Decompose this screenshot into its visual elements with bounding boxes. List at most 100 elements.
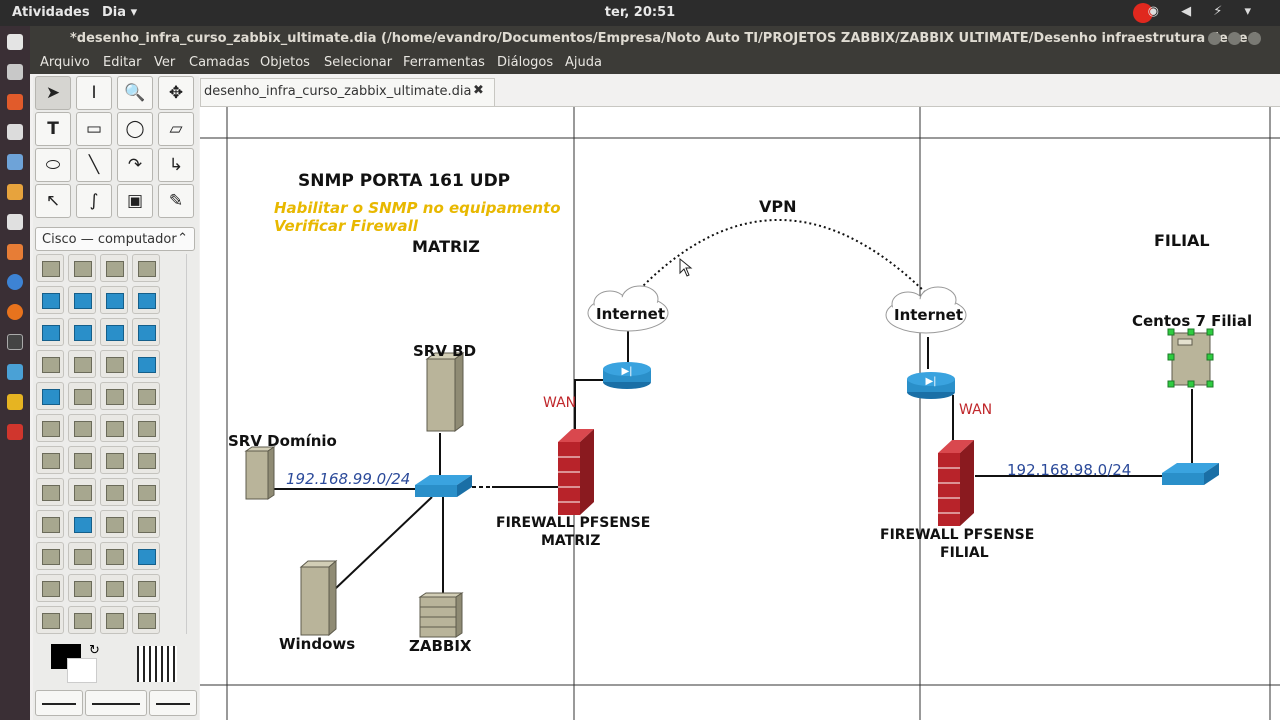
help-icon[interactable] [7,274,23,290]
label-matriz[interactable]: MATRIZ [412,237,480,256]
label-centos[interactable]: Centos 7 Filial [1132,312,1253,330]
cisco-shape-item[interactable] [100,478,128,506]
cisco-shape-item[interactable] [100,382,128,410]
router-filial[interactable]: ▶| [907,372,955,399]
cisco-shape-item[interactable] [132,414,160,442]
system-tray[interactable]: ◉ ◀ ⚡ ▾ [1147,4,1260,19]
server-centos[interactable] [1167,328,1214,388]
scroll-tool-icon[interactable]: ✥ [158,76,194,110]
cisco-shape-item[interactable] [68,286,96,314]
cisco-shape-item[interactable] [132,478,160,506]
outline-tool-icon[interactable]: ✎ [158,184,194,218]
switch-filial[interactable] [1162,463,1219,485]
menu-camadas[interactable]: Camadas [189,55,250,70]
cisco-shape-item[interactable] [68,382,96,410]
software-icon[interactable] [7,94,23,110]
cisco-shape-item[interactable] [132,286,160,314]
cisco-shape-item[interactable] [36,446,64,474]
image-tool-icon[interactable]: ▣ [117,184,153,218]
label-fw-matriz-1[interactable]: FIREWALL PFSENSE [496,515,651,531]
palette-scrollbar[interactable] [186,254,194,634]
cisco-shape-item[interactable] [100,510,128,538]
cisco-shape-item[interactable] [132,318,160,346]
zigzag-tool-icon[interactable]: ↳ [158,148,194,182]
cisco-shape-item[interactable] [68,350,96,378]
cisco-shape-item[interactable] [132,446,160,474]
cisco-shape-item[interactable] [68,542,96,570]
label-fw-matriz-2[interactable]: MATRIZ [541,533,601,549]
cisco-shape-item[interactable] [132,254,160,282]
cisco-shape-item[interactable] [36,574,64,602]
cisco-shape-item[interactable] [100,286,128,314]
label-wan-filial[interactable]: WAN [959,402,993,418]
cisco-shape-item[interactable] [100,414,128,442]
internet-cloud-left[interactable] [587,285,669,332]
beziergon-tool-icon[interactable]: ⬭ [35,148,71,182]
cisco-shape-item[interactable] [100,446,128,474]
cisco-shape-item[interactable] [100,542,128,570]
menu-dialogos[interactable]: Diálogos [497,55,554,70]
line-tool-icon[interactable]: ╲ [76,148,112,182]
cisco-shape-item[interactable] [132,574,160,602]
firewall-matriz[interactable] [558,429,594,515]
diagram-canvas[interactable]: ▶| ▶| [200,106,1280,720]
firefox-icon[interactable] [7,304,23,320]
server-bd[interactable] [425,352,465,432]
cisco-shape-item[interactable] [68,574,96,602]
cisco-shape-item[interactable] [36,382,64,410]
server-dominio[interactable] [244,446,276,500]
cisco-shape-item[interactable] [36,254,64,282]
label-fw-filial-2[interactable]: FILIAL [940,545,989,561]
label-vpn[interactable]: VPN [759,197,797,216]
close-button[interactable] [1248,32,1261,45]
server-windows[interactable] [299,559,338,637]
arrow-start-selector[interactable] [35,690,83,716]
label-srv-dominio[interactable]: SRV Domínio [228,432,337,450]
diagram-title[interactable]: SNMP PORTA 161 UDP [298,171,511,191]
box-tool-icon[interactable]: ▭ [76,112,112,146]
cisco-shape-item[interactable] [132,350,160,378]
network-icon[interactable] [7,364,23,380]
menu-ver[interactable]: Ver [154,55,176,70]
menu-ferramentas[interactable]: Ferramentas [403,55,485,70]
zoom-tool-icon[interactable]: 🔍 [117,76,153,110]
label-fw-filial-1[interactable]: FIREWALL PFSENSE [880,527,1035,543]
terminal-icon[interactable] [7,214,23,230]
server-zabbix[interactable] [418,592,464,638]
cisco-shape-item[interactable] [100,254,128,282]
cisco-shape-item[interactable] [132,542,160,570]
cisco-shape-item[interactable] [100,318,128,346]
label-filial[interactable]: FILIAL [1154,231,1210,250]
cisco-shape-item[interactable] [68,478,96,506]
vbox-icon[interactable] [7,154,23,170]
label-zabbix[interactable]: ZABBIX [409,637,472,655]
cisco-shape-item[interactable] [100,574,128,602]
label-srv-bd[interactable]: SRV BD [413,342,477,360]
pointer-tool-icon[interactable]: ➤ [35,76,71,110]
label-wan-matriz[interactable]: WAN [543,395,577,411]
line-width-icon[interactable] [137,646,177,682]
app-menu[interactable]: Dia ▾ [102,5,137,20]
line-style-selector[interactable] [85,690,147,716]
background-color-swatch[interactable] [67,658,97,683]
menu-editar[interactable]: Editar [103,55,142,70]
chrome-icon[interactable] [7,34,23,50]
switch-matriz[interactable] [415,475,472,497]
cisco-shape-item[interactable] [68,446,96,474]
cisco-shape-item[interactable] [132,606,160,634]
label-internet-left[interactable]: Internet [596,305,666,323]
document-tab[interactable]: desenho_infra_curso_zabbix_ultimate.dia … [200,78,495,106]
label-net-filial[interactable]: 192.168.98.0/24 [1007,461,1132,479]
cisco-shape-item[interactable] [68,318,96,346]
clock[interactable]: ter, 20:51 [604,5,676,20]
cisco-shape-item[interactable] [132,510,160,538]
label-net-matriz[interactable]: 192.168.99.0/24 [286,470,411,488]
diagram-note-1[interactable]: Habilitar o SNMP no equipamento [274,199,561,217]
cisco-shape-item[interactable] [36,414,64,442]
record-icon[interactable] [1133,3,1153,23]
cisco-shape-item[interactable] [68,414,96,442]
router-matriz[interactable]: ▶| [603,362,651,389]
menu-arquivo[interactable]: Arquivo [40,55,90,70]
cisco-shape-item[interactable] [36,510,64,538]
activities-button[interactable]: Atividades [12,5,90,20]
